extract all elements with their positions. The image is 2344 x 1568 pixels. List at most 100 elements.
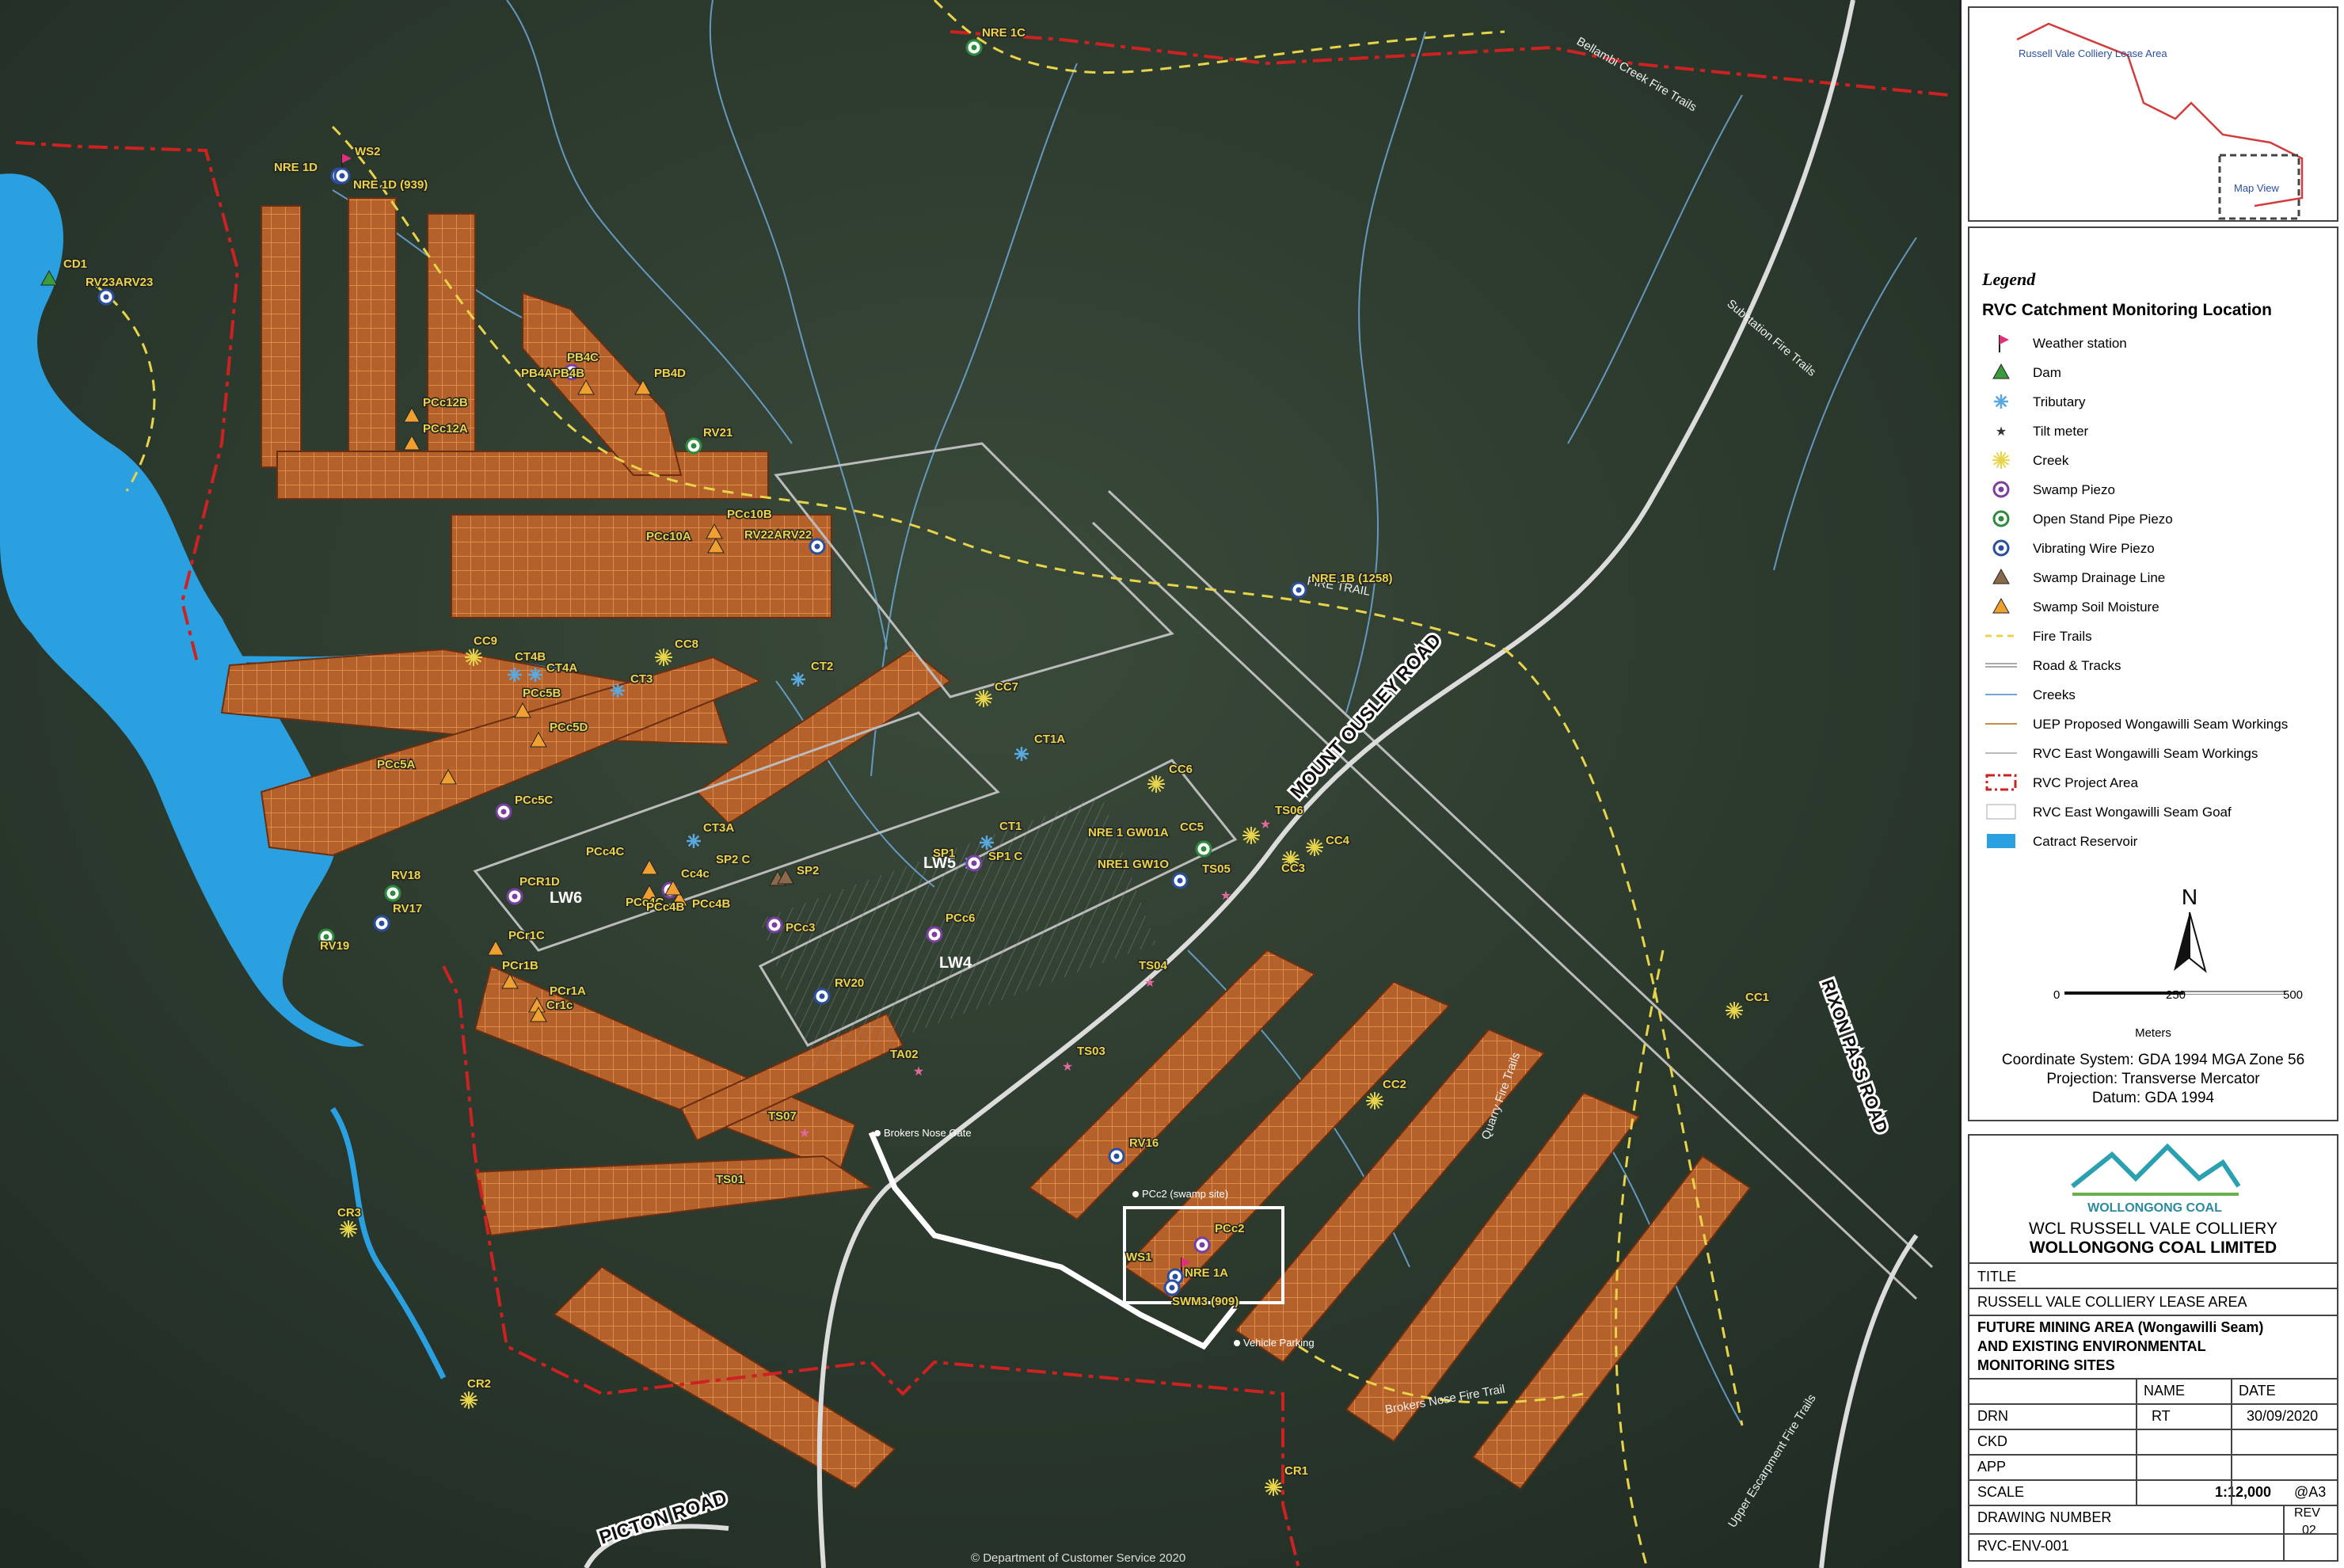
- site-cd1-marker[interactable]: CD1: [40, 257, 89, 286]
- site-pcc5a-marker[interactable]: PCc5A: [376, 757, 457, 785]
- site-rv20-marker[interactable]: RV20: [813, 976, 866, 1005]
- site-ts04-marker[interactable]: ★TS04: [1138, 958, 1170, 991]
- site-ts06-marker[interactable]: ★TS06: [1260, 803, 1305, 832]
- ring-icon: [1992, 481, 2010, 498]
- site-ct3a-marker[interactable]: CT3A: [687, 820, 736, 848]
- site-sp2-marker[interactable]: SP2: [777, 863, 820, 885]
- site-label: CR1: [1284, 1464, 1308, 1478]
- copyright-text: © Department of Customer Service 2020: [971, 1551, 1185, 1565]
- site-cr1c-marker[interactable]: Cr1c: [530, 998, 574, 1022]
- site-pcc12b-marker[interactable]: PCc12B: [403, 395, 469, 423]
- site-label: RV23ARV23: [86, 276, 153, 289]
- site-ts01-marker[interactable]: ★TS01: [715, 1171, 746, 1188]
- line-icon: [1985, 752, 2017, 754]
- north-arrow-and-scale: N: [2064, 885, 2286, 995]
- site-cc8-marker[interactable]: CC8: [655, 637, 700, 666]
- site-cc6-marker[interactable]: CC6: [1147, 762, 1194, 793]
- site-cc2-marker[interactable]: CC2: [1366, 1077, 1408, 1109]
- site-label: PCc10A: [646, 530, 691, 543]
- site-pcc2-marker[interactable]: PCc2: [1193, 1221, 1246, 1254]
- site-ct1-marker[interactable]: CT1: [980, 819, 1023, 850]
- site-pcc6-marker[interactable]: PCc6: [926, 911, 976, 943]
- site-rv18-marker[interactable]: RV18: [384, 868, 422, 902]
- site-label: NRE 1D (939): [353, 178, 428, 192]
- site-cc4-marker[interactable]: CC4: [1306, 833, 1351, 856]
- legend-item-fire-trails: Fire Trails: [1982, 622, 2331, 649]
- site-cc1-marker[interactable]: CC1: [1726, 990, 1771, 1019]
- site-pcc5b-marker[interactable]: PCc5B: [514, 686, 562, 718]
- site-rv23arv23-marker[interactable]: RV23ARV23: [85, 275, 154, 306]
- map-view-box: [2218, 154, 2300, 220]
- site-cr1-marker[interactable]: CR1: [1265, 1463, 1310, 1496]
- site-label: CT3: [630, 672, 653, 686]
- site-ct3-marker[interactable]: CT3: [611, 672, 654, 698]
- site-ts03-marker[interactable]: ★TS03: [1062, 1044, 1107, 1075]
- site-rv19-marker[interactable]: RV19: [318, 928, 351, 954]
- site-cc7-marker[interactable]: CC7: [975, 679, 1020, 707]
- site-cc3-marker[interactable]: CC3: [1280, 851, 1307, 877]
- line-icon: [1985, 694, 2017, 695]
- site-pcr1a-marker[interactable]: PCr1A: [528, 984, 588, 1013]
- access-track: [868, 1131, 1238, 1350]
- site-ts05-marker[interactable]: ★TS05: [1201, 862, 1232, 904]
- site-pb4c-marker[interactable]: PB4C: [563, 350, 600, 381]
- site-ws2-marker[interactable]: WS2: [341, 144, 382, 171]
- site-pcc10b-marker[interactable]: PCc10B: [706, 507, 773, 539]
- site-label: NRE 1A: [1185, 1266, 1228, 1280]
- site-label: PCc4B: [692, 897, 731, 911]
- site-nre-1-gw01a-marker[interactable]: NRE 1 GW01A: [1087, 825, 1212, 858]
- site-pcc4b-marker[interactable]: PCc4B: [645, 879, 686, 915]
- site-pcc5d-marker[interactable]: PCc5D: [530, 720, 589, 748]
- legend-item-label: Weather station: [2033, 336, 2127, 351]
- site-label: TA02: [890, 1048, 919, 1061]
- site-label: CC6: [1169, 763, 1193, 776]
- site-pcc12a-marker[interactable]: PCc12A: [403, 421, 469, 451]
- site-ct1a-marker[interactable]: CT1A: [1014, 732, 1067, 761]
- site-swm3-909--marker[interactable]: SWM3 (909): [1163, 1279, 1240, 1310]
- site-nre-1a-marker[interactable]: NRE 1A: [1166, 1265, 1230, 1285]
- site-ta02-marker[interactable]: ★TA02: [889, 1047, 925, 1079]
- legend-item-label: Catract Reservoir: [2033, 834, 2138, 849]
- site-pcr1b-marker[interactable]: PCr1B: [501, 958, 540, 989]
- swamp-site-box: [1123, 1206, 1284, 1304]
- site-ct2-marker[interactable]: CT2: [791, 659, 835, 687]
- site-label: NRE1 GW1O: [1098, 858, 1169, 871]
- site-cr3-marker[interactable]: CR3: [337, 1205, 363, 1238]
- site-pcc5c-marker[interactable]: PCc5C: [495, 793, 554, 820]
- drawing-number-label: DRAWING NUMBER: [1977, 1509, 2112, 1525]
- site-ct4b-marker[interactable]: CT4B: [508, 649, 547, 682]
- site-rv21-marker[interactable]: RV21: [685, 425, 734, 455]
- site-pb4d-marker[interactable]: PB4D: [634, 366, 687, 395]
- site-sp1-c-marker[interactable]: SP1 C: [965, 849, 1024, 872]
- site-ws1-marker[interactable]: WS1: [1125, 1250, 1191, 1275]
- site-pcc10a-marker[interactable]: PCc10A: [645, 529, 725, 554]
- site-pcc4c-marker[interactable]: PCc4C: [585, 844, 658, 875]
- site-ts07-marker[interactable]: ★TS07: [767, 1109, 811, 1141]
- site-nre1-gw1o-marker[interactable]: NRE1 GW1O: [1097, 857, 1189, 889]
- site-pb4apb4b-marker[interactable]: PB4APB4B: [520, 366, 595, 395]
- legend-item-label: Creeks: [2033, 687, 2076, 702]
- site-cc5-marker[interactable]: CC5: [1179, 820, 1260, 844]
- site-rv16-marker[interactable]: RV16: [1108, 1136, 1160, 1165]
- site-pcr1c-marker[interactable]: PCr1C: [487, 928, 546, 956]
- panel-label-lw5: LW5: [923, 854, 956, 872]
- site-rv22arv22-marker[interactable]: RV22ARV22: [744, 527, 826, 555]
- site-nre-1c-marker[interactable]: NRE 1C: [965, 25, 1027, 56]
- name-header: NAME: [2144, 1383, 2186, 1399]
- site-ct4a-marker[interactable]: CT4A: [528, 660, 579, 682]
- legend-item-label: RVC East Wongawilli Seam Workings: [2033, 746, 2258, 761]
- site-pcc4c-marker[interactable]: PCc4C: [625, 884, 665, 911]
- site-sp2-c-marker[interactable]: SP2 C: [715, 852, 786, 886]
- site-nre-1d-939--marker[interactable]: NRE 1D (939): [333, 167, 429, 193]
- site-cc9-marker[interactable]: CC9: [465, 634, 499, 666]
- site-label: PCc3: [786, 921, 816, 934]
- site-pcc3-marker[interactable]: PCc3: [766, 916, 816, 936]
- site-pcc4b-marker[interactable]: PCc4B: [671, 890, 732, 912]
- site-nre-1b-1258--marker[interactable]: NRE 1B (1258): [1290, 571, 1394, 599]
- site-pcr1d-marker[interactable]: PCR1D: [506, 874, 561, 905]
- site-rv17-marker[interactable]: RV17: [373, 901, 424, 932]
- legend-item-label: Tributary: [2033, 394, 2086, 409]
- site-cr2-marker[interactable]: CR2: [460, 1376, 493, 1409]
- legend-item-label: Fire Trails: [2033, 629, 2092, 644]
